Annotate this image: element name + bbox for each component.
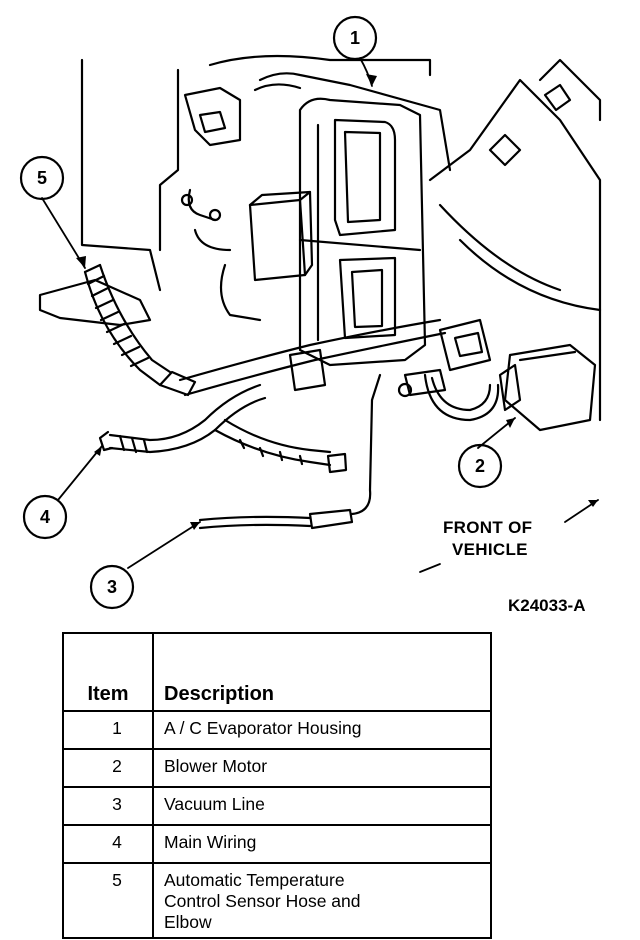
main-wiring-harness	[98, 318, 447, 474]
legend-item-description: Blower Motor	[152, 748, 492, 788]
callout-number-4: 4	[40, 507, 50, 527]
legend-row: 1 A / C Evaporator Housing	[62, 710, 492, 750]
legend-table: Item Description 1 A / C Evaporator Hous…	[62, 632, 492, 939]
legend-description-line: Automatic Temperature	[164, 870, 345, 890]
vacuum-line	[198, 373, 382, 530]
legend-header-description: Description	[152, 632, 492, 712]
legend-header-item: Item	[62, 632, 154, 712]
legend-item-number: 2	[62, 748, 154, 788]
callout-number-1: 1	[350, 28, 360, 48]
figure-id: K24033-A	[508, 596, 586, 615]
legend-item-description: Main Wiring	[152, 824, 492, 864]
callout-circles	[19, 15, 503, 610]
legend-row: 2 Blower Motor	[62, 748, 492, 788]
callout-circle-1	[332, 15, 378, 61]
legend-item-number: 4	[62, 824, 154, 864]
callout-circle-3	[89, 564, 135, 610]
callout-circle-2	[457, 443, 503, 489]
callout-circle-5	[19, 155, 65, 201]
callout-circle-4	[22, 494, 68, 540]
legend-description-line: Elbow	[164, 912, 212, 932]
legend-item-description: A / C Evaporator Housing	[152, 710, 492, 750]
legend-row: 3 Vacuum Line	[62, 786, 492, 826]
legend-item-number: 3	[62, 786, 154, 826]
legend-row: 4 Main Wiring	[62, 824, 492, 864]
callout-number-3: 3	[107, 577, 117, 597]
callout-number-5: 5	[37, 168, 47, 188]
control-module	[180, 188, 314, 322]
legend-description-line: Control Sensor Hose and	[164, 891, 361, 911]
leader-lines	[41, 57, 599, 573]
cowl-panel	[38, 54, 432, 327]
callout-number-2: 2	[475, 456, 485, 476]
component-location-illustration: 1 2 3 4 5	[19, 15, 602, 610]
legend-item-description: Vacuum Line	[152, 786, 492, 826]
sensor-hose	[83, 263, 197, 397]
legend-item-number: 1	[62, 710, 154, 750]
legend-row: 5 Automatic Temperature Control Sensor H…	[62, 862, 492, 939]
legend-item-number: 5	[62, 862, 154, 939]
front-of-vehicle-label-line1: FRONT OF	[443, 518, 533, 537]
legend-header-row: Item Description	[62, 632, 492, 712]
blower-housing	[397, 58, 602, 432]
legend-item-description: Automatic Temperature Control Sensor Hos…	[152, 862, 492, 939]
evaporator-housing	[253, 72, 452, 367]
front-of-vehicle-label-line2: VEHICLE	[452, 540, 528, 559]
